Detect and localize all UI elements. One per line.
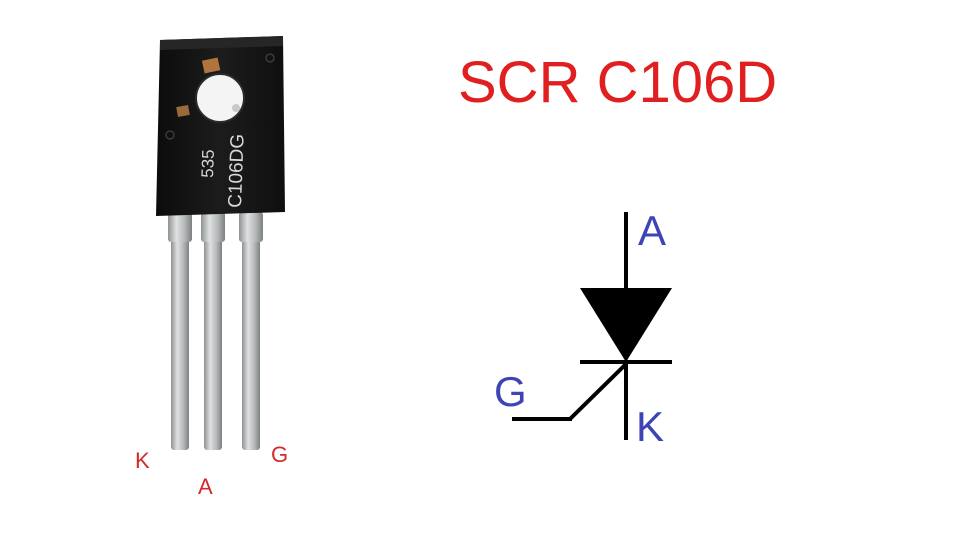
marking-part-number: C106DG	[225, 134, 249, 209]
symbol-label-anode: A	[638, 207, 667, 254]
pin-label-k: K	[135, 448, 150, 473]
pin-label-a: A	[198, 474, 213, 499]
diode-triangle	[580, 288, 672, 362]
lead-k	[171, 212, 189, 450]
lead-g	[242, 212, 260, 450]
pin-label-g: G	[271, 442, 289, 467]
lead-a	[204, 212, 222, 450]
symbol-label-gate: G	[494, 368, 527, 415]
marking-date-code: 535	[198, 149, 218, 178]
mounting-hole	[196, 74, 244, 122]
component-leads	[168, 212, 263, 450]
gate-diagonal	[568, 362, 628, 421]
component-body	[156, 36, 285, 216]
page-title: SCR C106D	[458, 50, 778, 115]
symbol-label-cathode: K	[636, 403, 665, 450]
